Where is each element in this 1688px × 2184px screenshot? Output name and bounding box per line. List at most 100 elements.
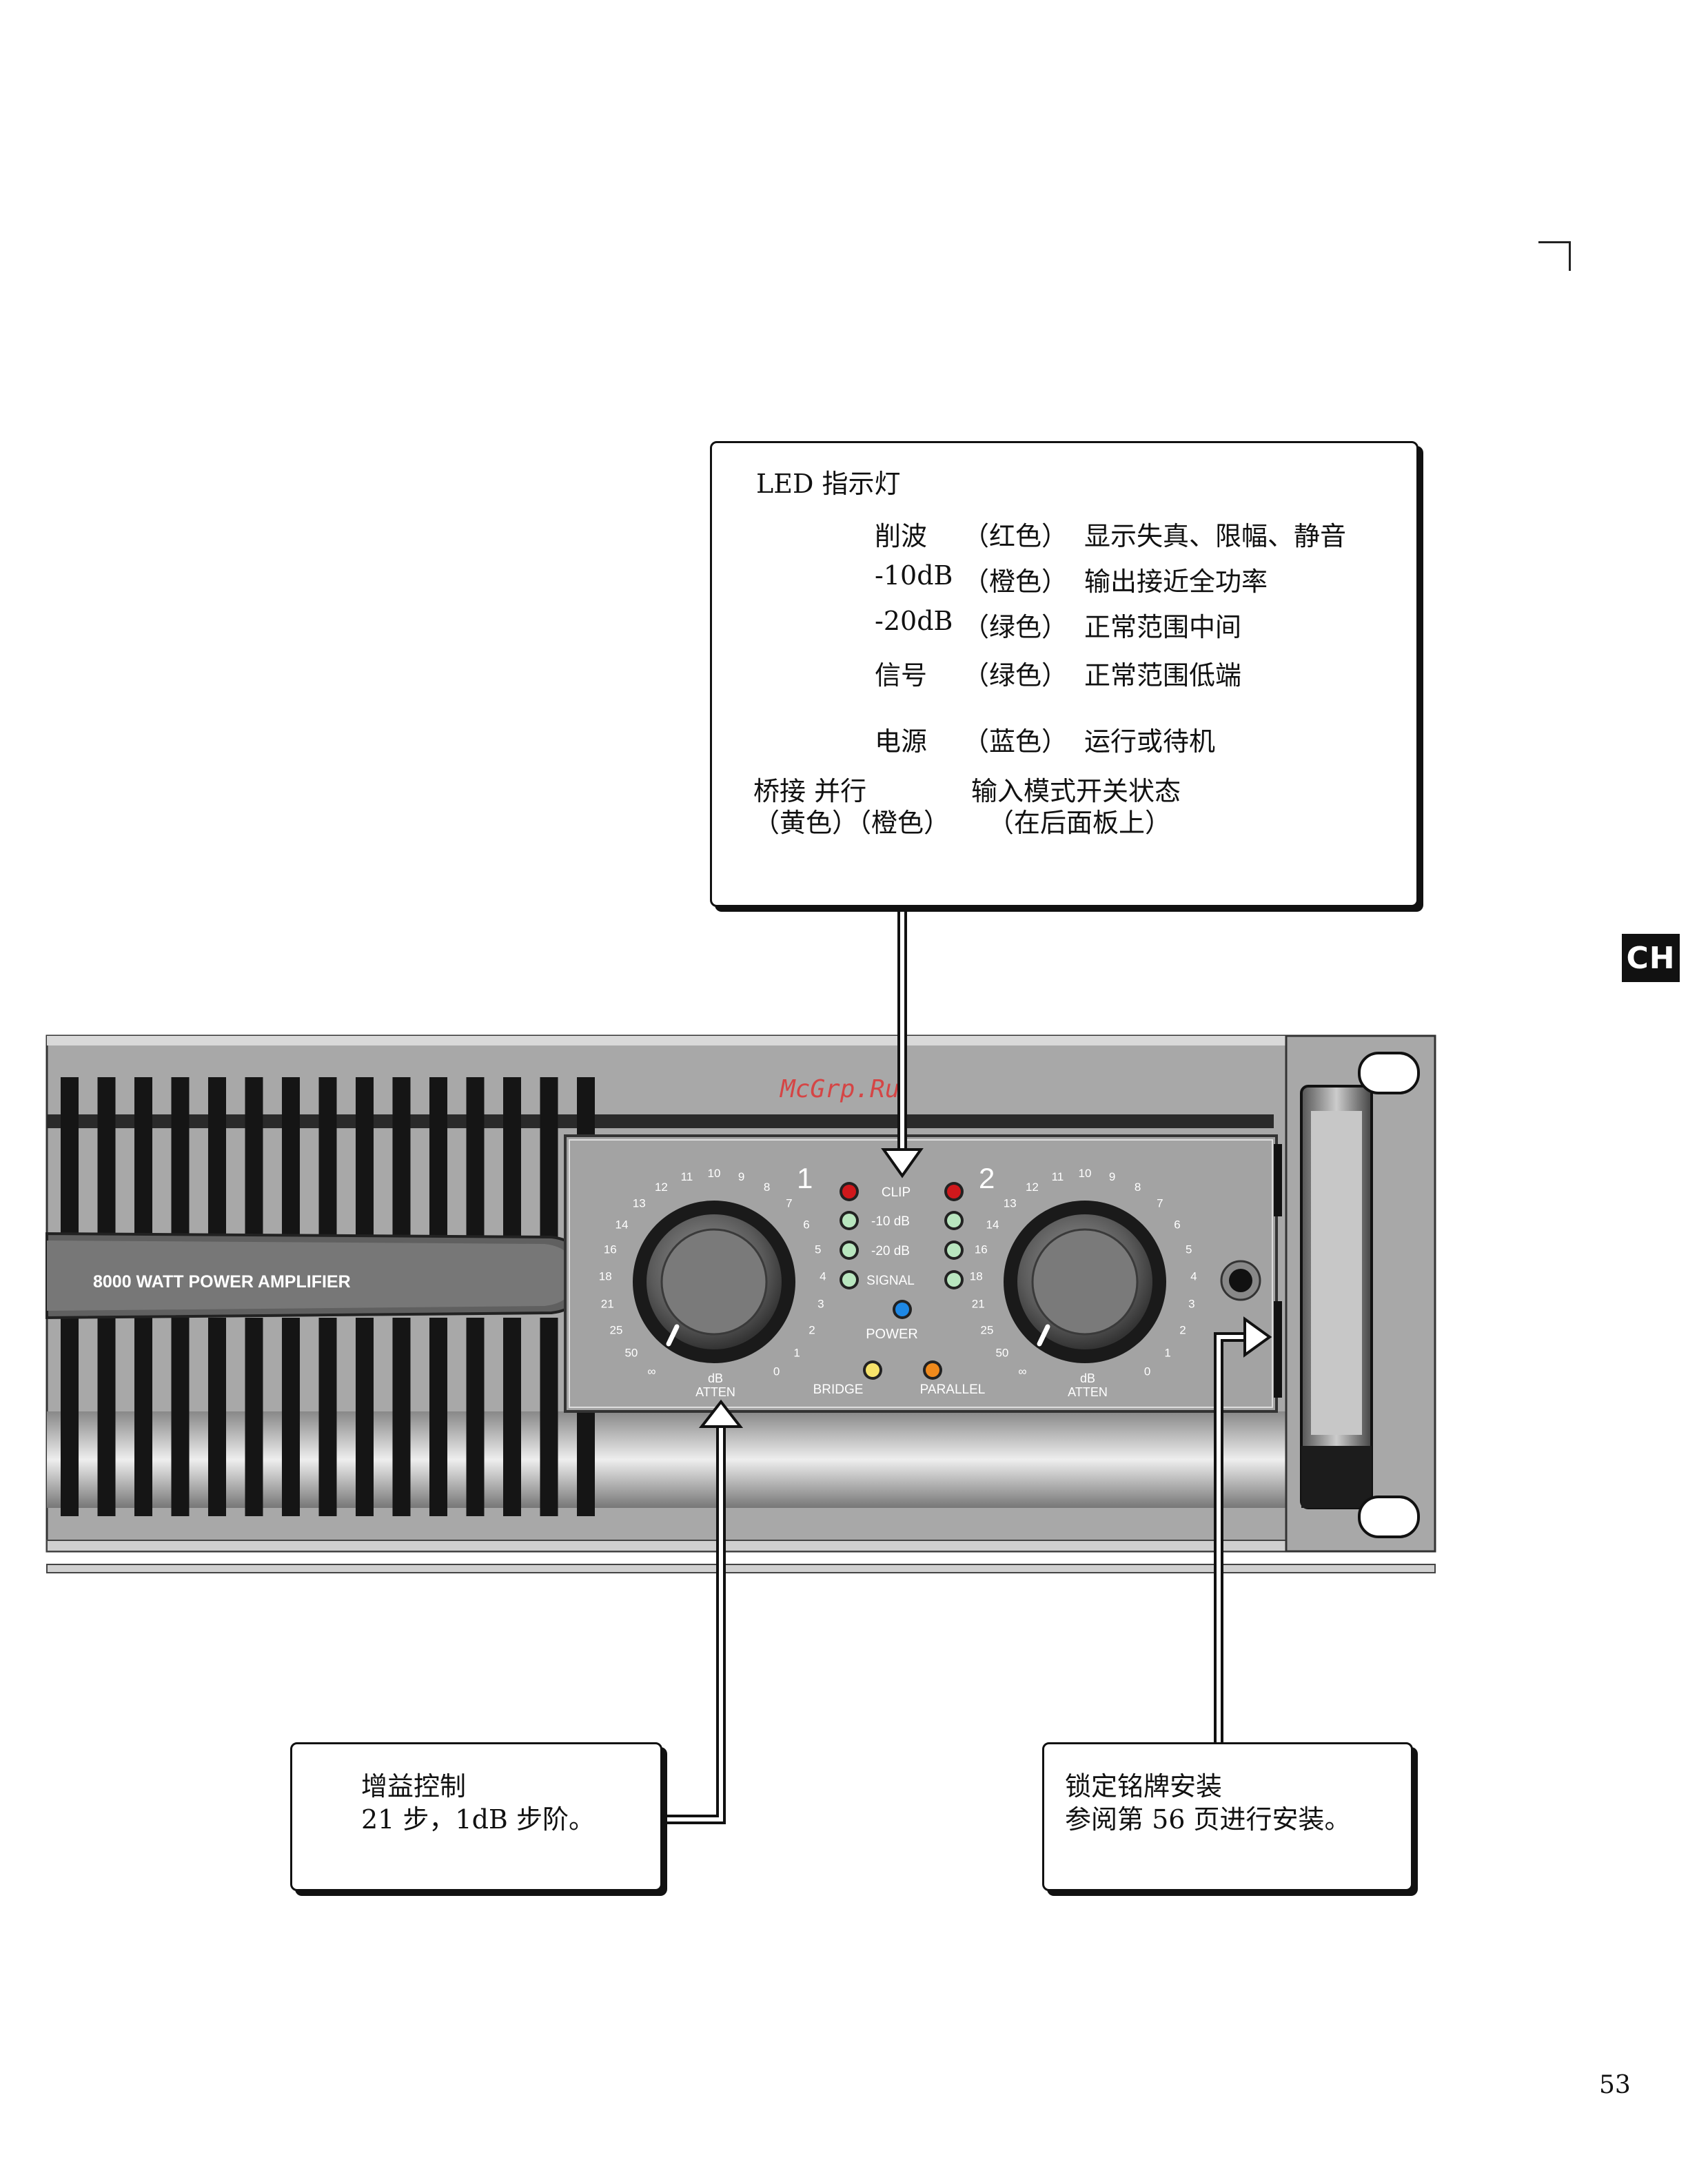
gain-leader-arrow <box>658 1399 744 1824</box>
scale-tick-label: 14 <box>616 1218 629 1231</box>
knob-2-atten-label: ATTEN <box>1068 1385 1108 1399</box>
scale-tick-label: 1 <box>1164 1347 1170 1360</box>
led-callout-title: LED 指示灯 <box>756 469 901 499</box>
scale-tick-label: 6 <box>803 1218 809 1231</box>
scale-tick-label: 25 <box>610 1323 623 1336</box>
vent-slot <box>466 1318 485 1516</box>
mode-names: 桥接 并行 <box>753 776 867 806</box>
led-label-minus10: -10 dB <box>871 1214 910 1229</box>
led-row-minus10-name: -10dB <box>875 560 953 591</box>
vent-slot <box>356 1318 374 1516</box>
led-leader-arrow <box>881 907 924 1178</box>
parallel-label: PARALLEL <box>920 1382 986 1397</box>
vent-slot <box>540 1318 558 1516</box>
scale-tick-label: 21 <box>972 1298 985 1311</box>
vent-slot <box>540 1077 558 1248</box>
vent-slot <box>503 1077 521 1248</box>
scale-tick-label: 25 <box>981 1323 994 1336</box>
led-power <box>893 1300 912 1319</box>
scale-tick-label: 5 <box>1186 1243 1192 1256</box>
scale-tick-label: 12 <box>1026 1181 1039 1194</box>
scale-tick-label: 50 <box>624 1347 638 1360</box>
rack-screw-hole-top <box>1358 1052 1420 1094</box>
scale-tick-label: 0 <box>773 1365 780 1378</box>
lock-callout-box: 锁定铭牌安装 参阅第 56 页进行安装。 <box>1042 1742 1413 1891</box>
vent-slot <box>134 1318 152 1516</box>
knob-1-db-label: dB <box>708 1371 723 1385</box>
led-minus10-2 <box>944 1211 964 1230</box>
gain-knob-1[interactable] <box>633 1201 795 1363</box>
scale-tick-label: 5 <box>815 1243 821 1256</box>
vent-slot <box>61 1077 79 1248</box>
scale-tick-label: 21 <box>601 1298 614 1311</box>
vent-slots <box>61 1077 595 1516</box>
vent-slot <box>429 1077 447 1248</box>
vent-slot <box>466 1077 485 1248</box>
scale-tick-label: 0 <box>1144 1365 1150 1378</box>
led-label-signal: SIGNAL <box>866 1274 915 1288</box>
scale-tick-label: 18 <box>599 1270 612 1283</box>
scale-tick-label: 6 <box>1174 1218 1180 1231</box>
vent-slot <box>134 1077 152 1248</box>
vent-slot <box>97 1318 116 1516</box>
lower-strip <box>47 1411 1288 1508</box>
language-tab: CH <box>1622 934 1680 982</box>
led-clip-1 <box>840 1182 859 1201</box>
vent-slot <box>245 1318 263 1516</box>
led-label-clip: CLIP <box>882 1185 911 1200</box>
gain-callout-box: 增益控制 21 步，1dB 步阶。 <box>290 1742 662 1891</box>
vent-slot <box>429 1318 447 1516</box>
vent-slot <box>318 1318 337 1516</box>
led-row-signal-name: 信号 <box>875 660 928 691</box>
scale-tick-label: 16 <box>975 1243 988 1256</box>
scale-tick-label: ∞ <box>647 1365 655 1378</box>
scale-tick-label: 8 <box>1135 1181 1141 1194</box>
model-label: 8000 WATT POWER AMPLIFIER <box>93 1272 351 1292</box>
led-minus10-1 <box>840 1211 859 1230</box>
led-row-signal-color: （绿色） <box>963 660 1068 691</box>
crop-mark <box>1538 241 1571 271</box>
scale-tick-label: 4 <box>1190 1270 1197 1283</box>
led-row-minus20-name: -20dB <box>875 606 953 636</box>
scale-tick-label: 2 <box>809 1323 815 1336</box>
led-row-clip-color: （红色） <box>963 521 1068 551</box>
vent-slot <box>282 1318 300 1516</box>
scale-tick-label: 8 <box>764 1181 770 1194</box>
scale-tick-label: 11 <box>1052 1170 1064 1183</box>
scale-tick-label: 13 <box>1004 1196 1017 1210</box>
led-row-power-name: 电源 <box>875 726 928 757</box>
vent-slot <box>208 1077 226 1248</box>
led-minus20-1 <box>840 1241 859 1260</box>
vent-slot <box>318 1077 337 1248</box>
led-bridge <box>863 1360 882 1380</box>
scale-tick-label: 10 <box>1079 1167 1092 1180</box>
scale-tick-label: 16 <box>604 1243 617 1256</box>
gain-callout-title: 增益控制 <box>361 1771 467 1802</box>
scale-tick-label: 12 <box>655 1181 668 1194</box>
page-number: 53 <box>1599 2071 1631 2099</box>
scale-tick-label: 14 <box>986 1218 999 1231</box>
led-row-clip-desc: 显示失真、限幅、静音 <box>1084 521 1347 551</box>
gain-knob-2[interactable] <box>1004 1201 1166 1363</box>
led-row-signal-desc: 正常范围低端 <box>1084 660 1242 691</box>
vent-slot <box>503 1318 521 1516</box>
vent-slot <box>282 1077 300 1248</box>
channel-2-label: 2 <box>979 1162 995 1194</box>
vent-slot <box>61 1318 79 1516</box>
scale-tick-label: 13 <box>633 1196 646 1210</box>
led-row-clip-name: 削波 <box>875 521 928 551</box>
mode-colors: （黄色）（橙色） <box>753 808 950 838</box>
scale-tick-label: 50 <box>995 1347 1008 1360</box>
vent-slot <box>392 1077 411 1248</box>
lock-callout-desc: 参阅第 56 页进行安装。 <box>1065 1804 1351 1835</box>
vent-slot <box>171 1077 190 1248</box>
vent-slot <box>171 1318 190 1516</box>
led-row-power-color: （蓝色） <box>963 726 1068 757</box>
gain-callout-desc: 21 步，1dB 步阶。 <box>361 1804 595 1835</box>
watermark: McGrp.Ru <box>779 1075 899 1103</box>
scale-tick-label: 7 <box>1157 1196 1163 1210</box>
mode-desc-rear-panel: （在后面板上） <box>988 808 1172 838</box>
scale-tick-label: ∞ <box>1018 1365 1026 1378</box>
